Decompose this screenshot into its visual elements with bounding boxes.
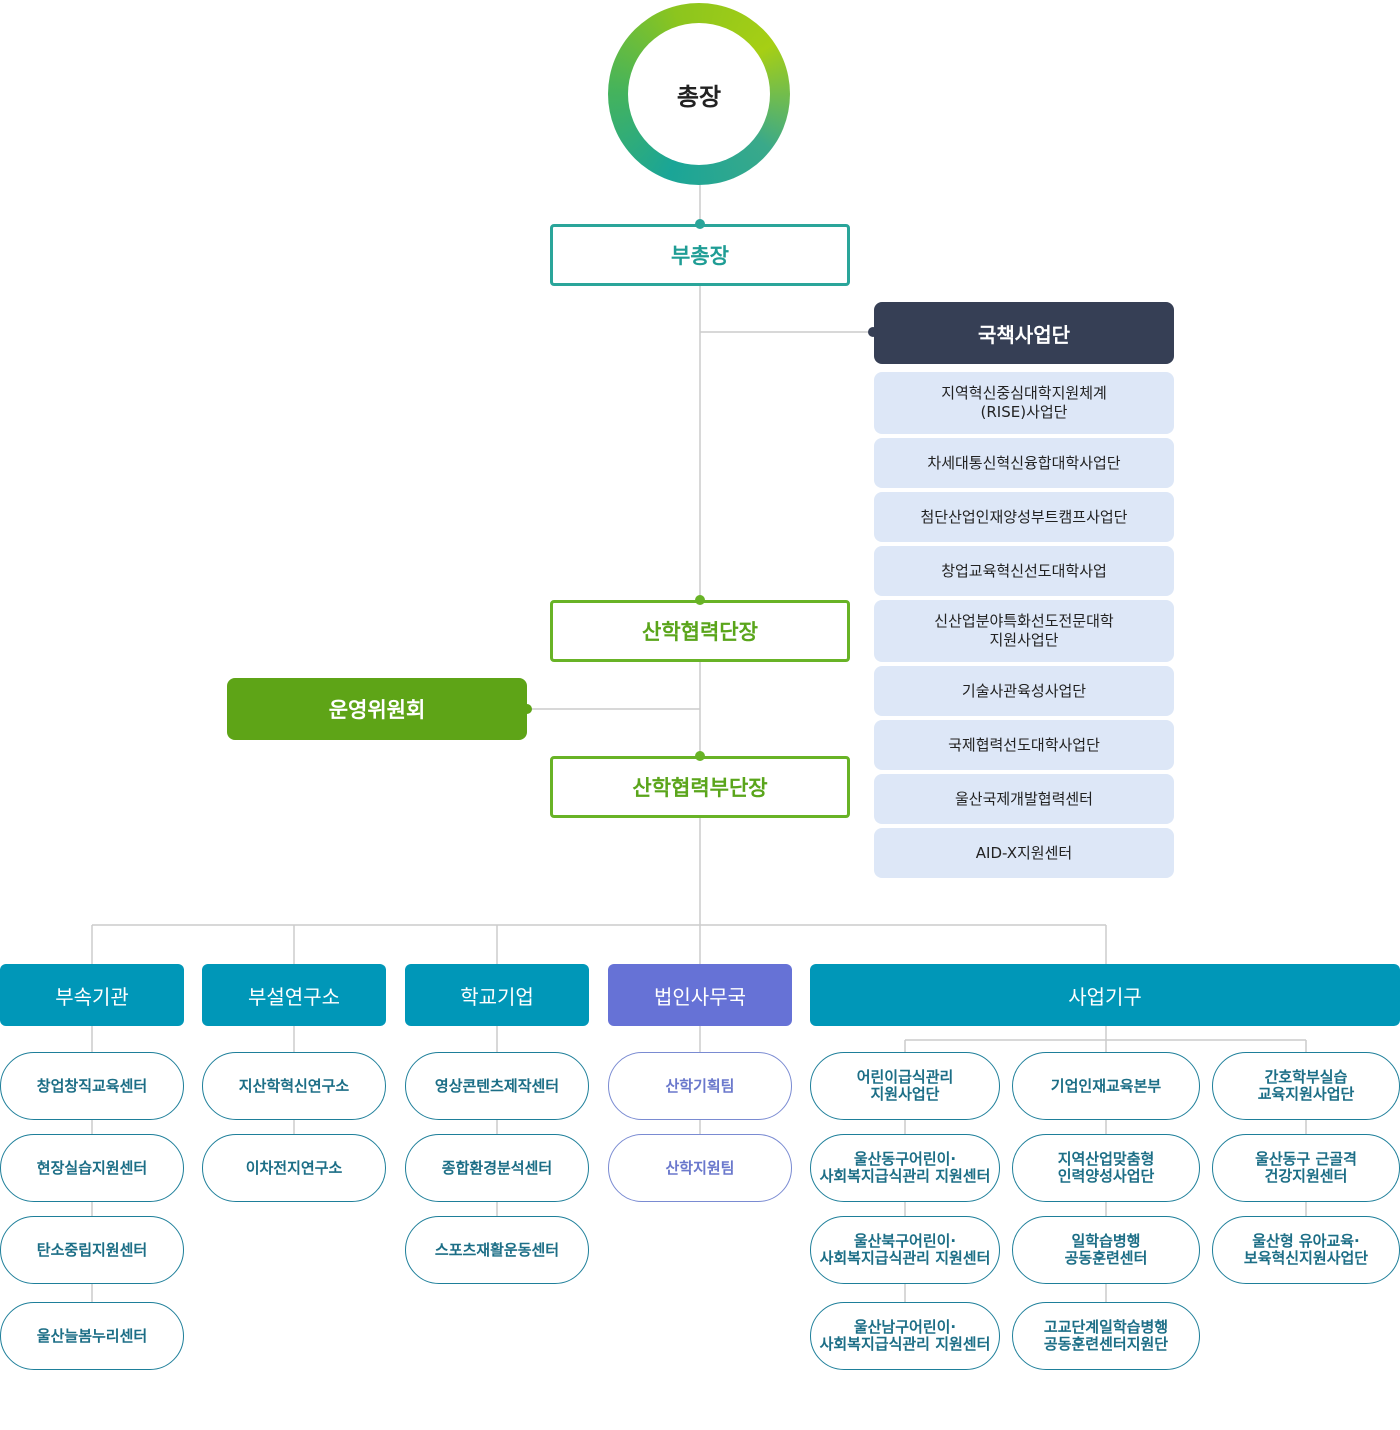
category-corporate-office[interactable]: 법인사무국 — [608, 964, 792, 1026]
category-business[interactable]: 사업기구 — [810, 964, 1400, 1026]
vice-president-box[interactable]: 부총장 — [550, 224, 850, 286]
category-affiliated[interactable]: 부속기관 — [0, 964, 184, 1026]
business-item[interactable]: 울산북구어린이· 사회복지급식관리 지원센터 — [810, 1216, 1000, 1284]
operations-committee-box[interactable]: 운영위원회 — [227, 678, 527, 740]
national-project-item[interactable]: 지역혁신중심대학지원체계 (RISE)사업단 — [874, 372, 1174, 434]
school-enterprise-item[interactable]: 스포츠재활운동센터 — [405, 1216, 589, 1284]
category-research[interactable]: 부설연구소 — [202, 964, 386, 1026]
affiliated-item[interactable]: 현장실습지원센터 — [0, 1134, 184, 1202]
national-project-item[interactable]: 창업교육혁신선도대학사업 — [874, 546, 1174, 596]
school-enterprise-item[interactable]: 종합환경분석센터 — [405, 1134, 589, 1202]
business-item[interactable]: 지역산업맞춤형 인력양성사업단 — [1012, 1134, 1200, 1202]
business-item[interactable]: 울산형 유아교육· 보육혁신지원사업단 — [1212, 1216, 1400, 1284]
industry-head-box[interactable]: 산학협력단장 — [550, 600, 850, 662]
business-item[interactable]: 기업인재교육본부 — [1012, 1052, 1200, 1120]
connector-dot — [695, 751, 705, 761]
connector-dot — [868, 327, 878, 337]
corporate-office-item[interactable]: 산학기획팀 — [608, 1052, 792, 1120]
national-project-item[interactable]: AID-X지원센터 — [874, 828, 1174, 878]
national-project-item[interactable]: 기술사관육성사업단 — [874, 666, 1174, 716]
business-item[interactable]: 울산동구어린이· 사회복지급식관리 지원센터 — [810, 1134, 1000, 1202]
connector-dot — [695, 595, 705, 605]
national-project-item[interactable]: 국제협력선도대학사업단 — [874, 720, 1174, 770]
business-item[interactable]: 울산남구어린이· 사회복지급식관리 지원센터 — [810, 1302, 1000, 1370]
industry-deputy-box[interactable]: 산학협력부단장 — [550, 756, 850, 818]
connector-dot — [695, 219, 705, 229]
affiliated-item[interactable]: 탄소중립지원센터 — [0, 1216, 184, 1284]
business-item[interactable]: 고교단계일학습병행 공동훈련센터지원단 — [1012, 1302, 1200, 1370]
president-label: 총장 — [628, 23, 770, 165]
national-project-item[interactable]: 차세대통신혁신융합대학사업단 — [874, 438, 1174, 488]
business-item[interactable]: 어린이급식관리 지원사업단 — [810, 1052, 1000, 1120]
affiliated-item[interactable]: 창업창직교육센터 — [0, 1052, 184, 1120]
president-circle[interactable]: 총장 — [608, 3, 790, 185]
school-enterprise-item[interactable]: 영상콘텐츠제작센터 — [405, 1052, 589, 1120]
business-item[interactable]: 간호학부실습 교육지원사업단 — [1212, 1052, 1400, 1120]
corporate-office-item[interactable]: 산학지원팀 — [608, 1134, 792, 1202]
national-project-item[interactable]: 첨단산업인재양성부트캠프사업단 — [874, 492, 1174, 542]
research-item[interactable]: 지산학혁신연구소 — [202, 1052, 386, 1120]
business-item[interactable]: 일학습병행 공동훈련센터 — [1012, 1216, 1200, 1284]
national-project-item[interactable]: 신산업분야특화선도전문대학 지원사업단 — [874, 600, 1174, 662]
national-projects-header[interactable]: 국책사업단 — [874, 302, 1174, 364]
category-school-enterprise[interactable]: 학교기업 — [405, 964, 589, 1026]
affiliated-item[interactable]: 울산늘봄누리센터 — [0, 1302, 184, 1370]
research-item[interactable]: 이차전지연구소 — [202, 1134, 386, 1202]
business-item[interactable]: 울산동구 근골격 건강지원센터 — [1212, 1134, 1400, 1202]
connector-dot — [522, 704, 532, 714]
national-project-item[interactable]: 울산국제개발협력센터 — [874, 774, 1174, 824]
